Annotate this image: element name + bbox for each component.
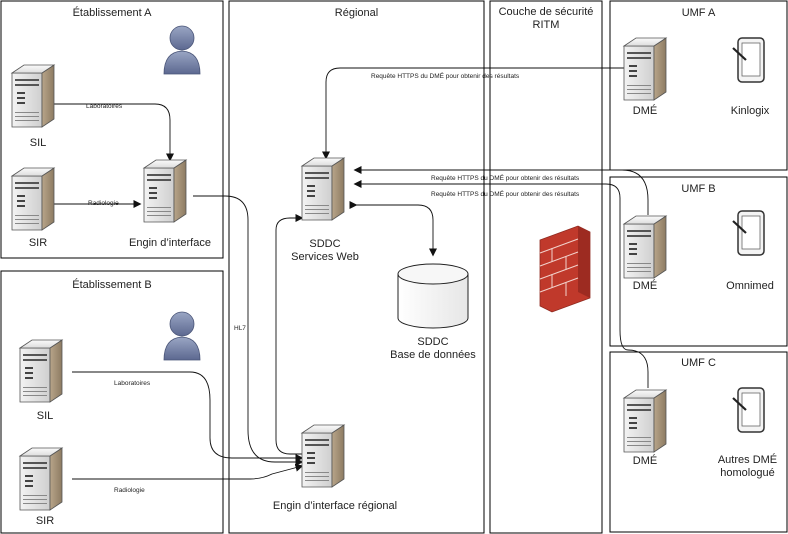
edge-label-hl7: HL7 (234, 325, 246, 332)
panel-title-regional: Régional (334, 7, 379, 19)
edge-umf-b-request (353, 166, 649, 215)
edge-umf-a-request (322, 67, 625, 160)
edge-b-radiologie (72, 463, 304, 480)
panel-umf-a (609, 0, 788, 171)
label-b-sir: SIR (35, 515, 55, 527)
server-icon (301, 424, 345, 488)
database-icon (397, 263, 469, 329)
edge-b-laboratoires (72, 371, 304, 462)
server-icon (11, 167, 55, 231)
panel-umf-c (609, 351, 788, 533)
panel-title-umf-b: UMF B (681, 183, 716, 195)
label-engin-regional: Engin d’interface régional (272, 500, 398, 512)
edge-label-req-c: Requête HTTPS du DMÉ pour obtenir des ré… (431, 191, 580, 198)
panel-etablissement-a (0, 0, 224, 259)
label-sddc-db: SDDC Base de données (390, 336, 476, 361)
server-icon (623, 37, 667, 101)
firewall-icon (539, 225, 591, 313)
server-icon (623, 215, 667, 279)
label-umfc-dme: DMÉ (632, 455, 658, 467)
panel-securite (489, 0, 603, 534)
edge-hl7 (193, 195, 304, 466)
label-umfb-dme: DMÉ (632, 280, 658, 292)
label-umfc-app: Autres DMÉ homologué (717, 454, 778, 479)
edge-label-req-b: Requête HTTPS du DMÉ pour obtenir des ré… (431, 175, 580, 182)
server-icon (301, 157, 345, 221)
label-umfa-dme: DMÉ (632, 105, 658, 117)
label-b-sil: SIL (36, 410, 54, 422)
server-icon (19, 339, 63, 403)
server-icon (11, 64, 55, 128)
label-umfa-app: Kinlogix (730, 105, 770, 117)
server-icon (19, 447, 63, 511)
panel-umf-b (609, 176, 788, 347)
tablet-icon (731, 386, 766, 434)
server-icon (143, 159, 187, 223)
user-icon (163, 25, 201, 75)
label-umfb-app: Omnimed (726, 280, 774, 292)
edge-label-a-radiologie: Radiologie (88, 200, 119, 207)
edge-label-b-laboratoires: Laboratoires (114, 380, 151, 387)
tablet-icon (731, 36, 766, 84)
panel-title-etablissement-b: Établissement B (72, 279, 152, 291)
label-sddc-web: SDDC Services Web (291, 238, 359, 263)
panel-title-etablissement-a: Établissement A (72, 7, 152, 19)
panel-regional (228, 0, 485, 534)
label-a-sir: SIR (28, 237, 48, 249)
edge-label-b-radiologie: Radiologie (114, 487, 145, 494)
panel-title-securite: Couche de sécurité RITM (498, 6, 594, 31)
edge-web-to-db (349, 201, 437, 257)
tablet-icon (731, 209, 766, 257)
panel-title-umf-c: UMF C (681, 357, 716, 369)
edge-label-req-a: Requête HTTPS du DMÉ pour obtenir des ré… (371, 73, 520, 80)
edge-a-laboratoires (54, 103, 174, 162)
server-icon (623, 389, 667, 453)
edge-umf-c-request (353, 180, 649, 388)
edge-regional-to-web (275, 214, 304, 455)
panel-etablissement-b (0, 270, 224, 534)
user-icon (163, 311, 201, 361)
label-a-sil: SIL (29, 137, 47, 149)
panel-title-umf-a: UMF A (681, 7, 716, 19)
label-a-engin: Engin d’interface (129, 237, 211, 249)
edge-label-a-laboratoires: Laboratoires (86, 103, 123, 110)
